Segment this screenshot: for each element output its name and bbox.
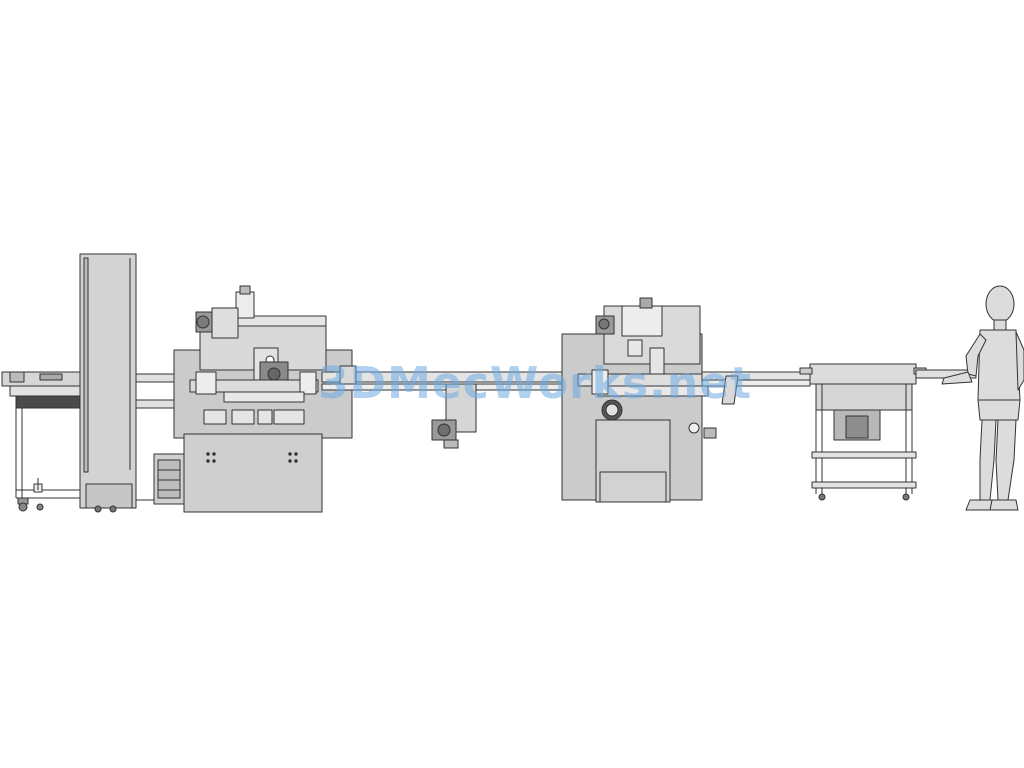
- tall-magazine-column: [79, 253, 137, 513]
- wrapping-machine-2: [561, 297, 727, 503]
- wrapping-machine-1: [153, 285, 353, 513]
- operator-mannequin: [941, 285, 1024, 511]
- infeed-conveyor: [1, 371, 84, 512]
- transfer-conveyor-3: [701, 371, 811, 405]
- transfer-conveyor-2: [321, 365, 565, 449]
- outfeed-table: [799, 363, 977, 501]
